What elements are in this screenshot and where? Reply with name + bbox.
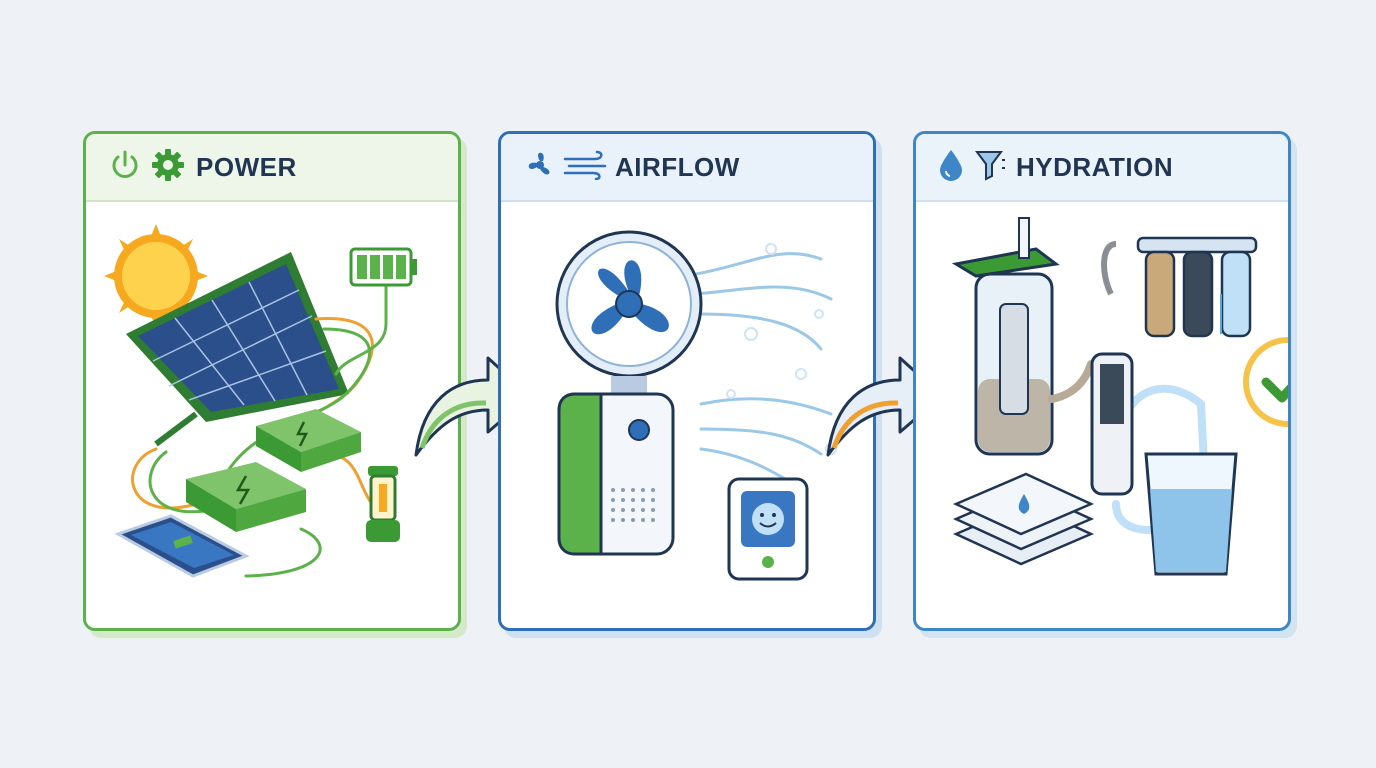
gear-icon — [150, 147, 186, 188]
air-purifier-icon — [557, 392, 675, 556]
airflow-header: AIRFLOW — [501, 134, 873, 202]
water-pouches-icon — [952, 472, 1095, 566]
airflow-illustration — [555, 230, 837, 581]
filter-cartridges-icon — [1101, 236, 1258, 338]
filter-bottle-icon — [951, 217, 1060, 456]
hydration-title: HYDRATION — [1016, 151, 1174, 182]
water-drop-icon — [938, 148, 964, 187]
power-title: POWER — [196, 151, 297, 182]
air-quality-monitor-icon — [727, 477, 809, 581]
lantern-icon — [366, 466, 400, 542]
power-icon — [108, 148, 142, 187]
charging-hub-icon — [256, 409, 361, 472]
power-panel: POWER — [83, 131, 461, 631]
airflow-panel: AIRFLOW — [498, 131, 876, 631]
fan-icon — [555, 230, 703, 396]
checkmark-icon — [1243, 337, 1288, 427]
water-glass-icon — [1144, 294, 1238, 576]
solar-panel-icon — [126, 252, 349, 447]
battery-icon — [349, 247, 417, 287]
airflow-title: AIRFLOW — [615, 151, 740, 182]
power-illustration — [104, 224, 417, 578]
inline-filter-icon — [1090, 352, 1134, 496]
fan-icon — [523, 148, 557, 187]
wind-icon — [563, 150, 611, 185]
smartphone-icon — [114, 514, 250, 578]
hydration-illustration — [951, 217, 1288, 576]
hydration-header: HYDRATION — [916, 134, 1288, 202]
funnel-icon — [972, 148, 1006, 187]
hydration-panel: HYDRATION — [913, 131, 1291, 631]
power-bank-icon — [186, 462, 306, 532]
power-header: POWER — [86, 134, 458, 202]
